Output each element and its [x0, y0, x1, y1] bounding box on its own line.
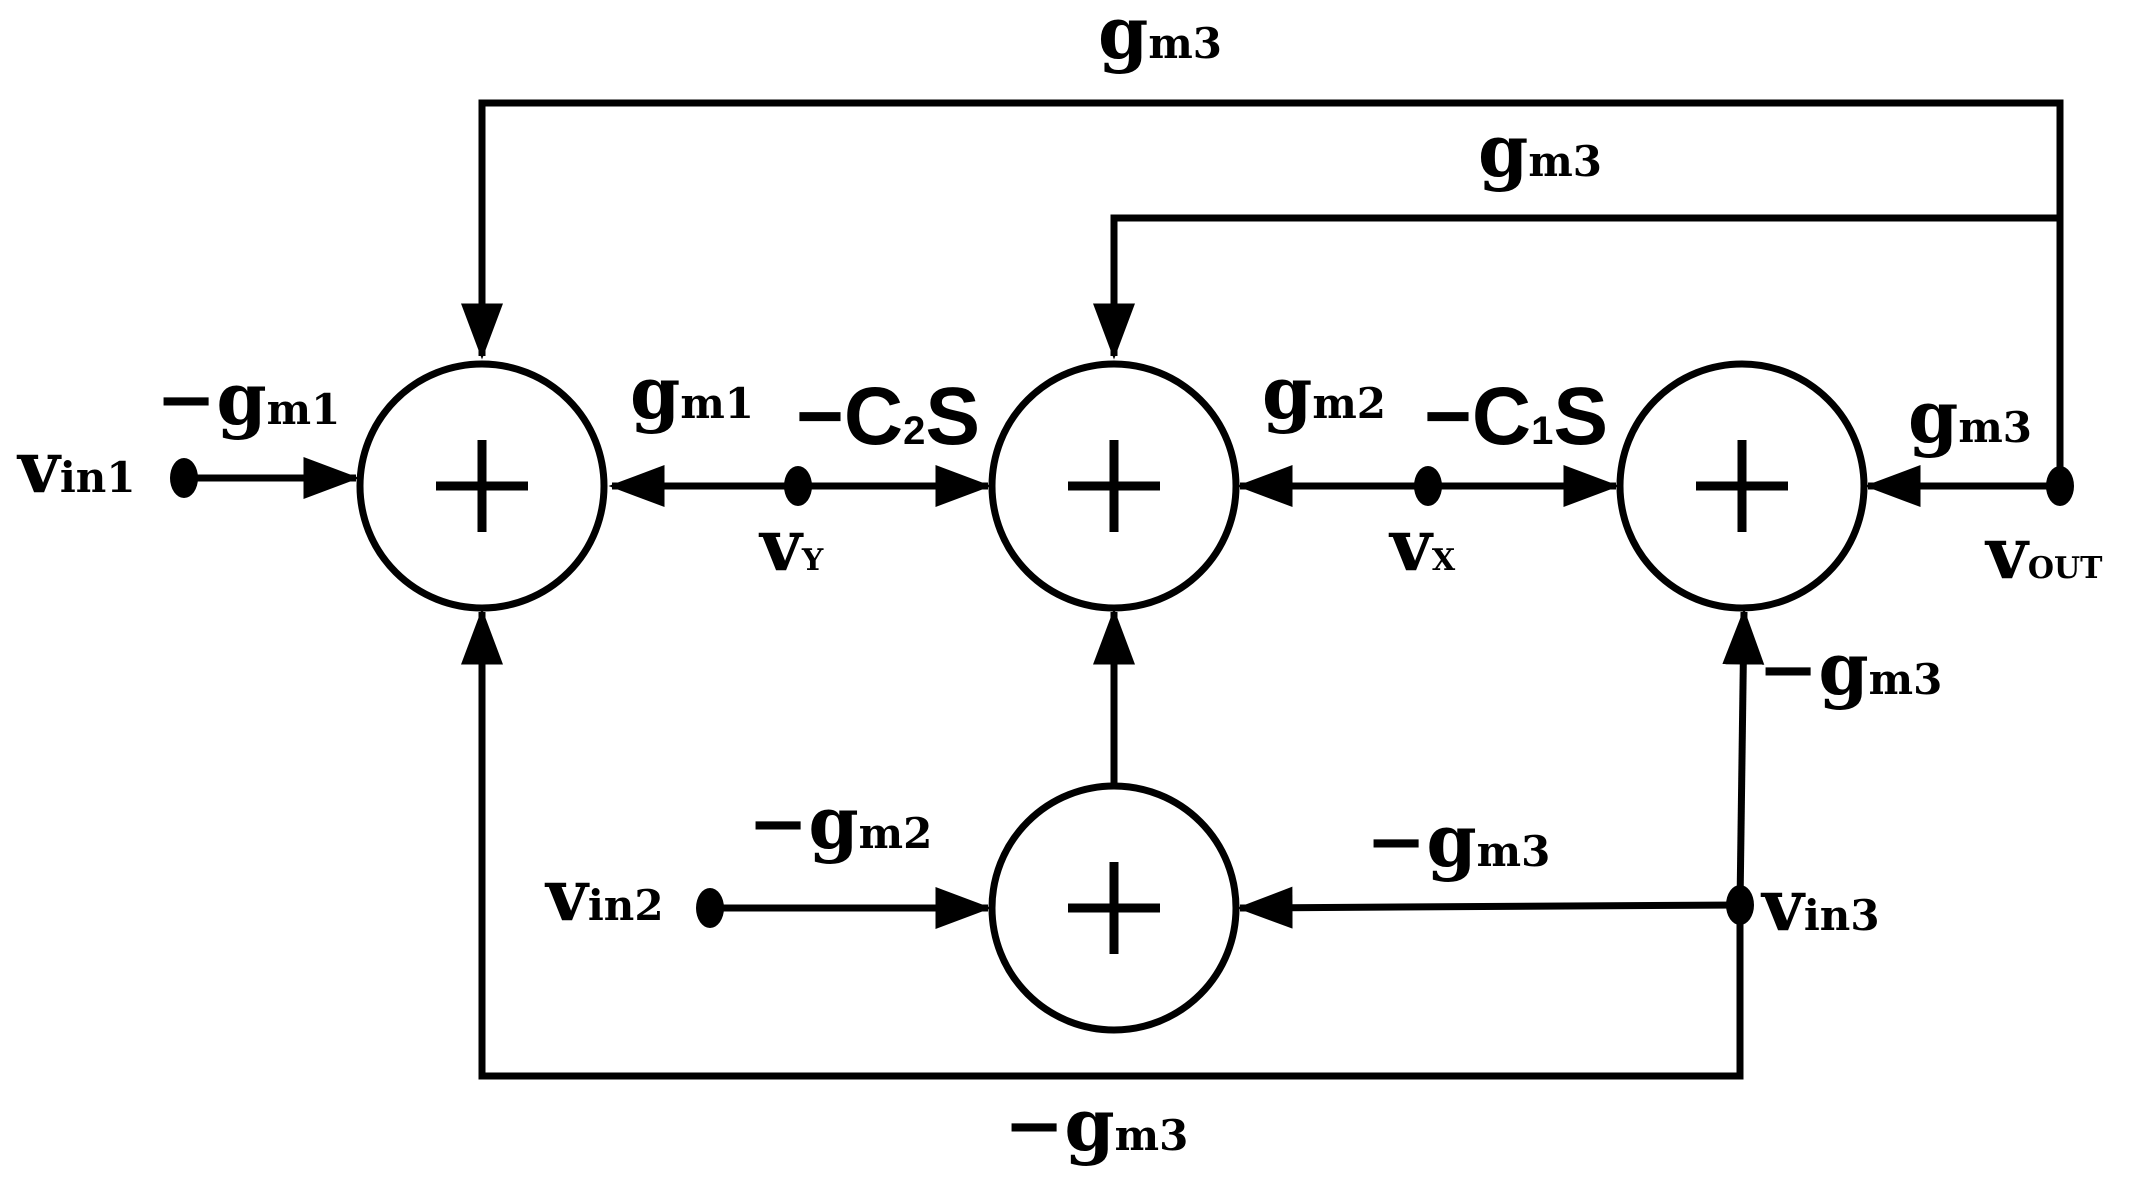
label-neg-gm3-vin3-left: −gm3	[1366, 798, 1550, 883]
label-gm2: gm2	[1262, 350, 1386, 435]
label-vx: vX	[1388, 502, 1456, 587]
node-vout	[2046, 466, 2074, 506]
summer-2	[988, 360, 1240, 612]
label-gm3-top-outer: gm3	[1098, 0, 1222, 75]
feedback-wire-inner	[1093, 214, 2060, 360]
node-vin3	[1726, 885, 1754, 925]
label-neg-gm3-bottom: −gm3	[1004, 1082, 1188, 1167]
label-neg-c1s: −C1S	[1424, 371, 1608, 462]
summer-3	[1616, 360, 1868, 612]
label-neg-gm2: −gm2	[748, 780, 932, 865]
feedback-wire-outer	[461, 99, 2064, 482]
label-vout: vOUT	[1984, 510, 2103, 595]
summer-1	[356, 360, 608, 612]
summer-4	[988, 782, 1240, 1034]
label-gm3-top-inner: gm3	[1478, 108, 1602, 193]
label-gm1: gm1	[630, 350, 754, 435]
node-vin1	[170, 458, 198, 498]
label-neg-c2s: −C2S	[796, 371, 980, 462]
vin3-to-summer1-wire	[461, 608, 1744, 1080]
node-vy	[784, 466, 812, 506]
label-vin1: vin1	[16, 424, 136, 509]
vin3-to-summer4-wire	[1236, 886, 1741, 929]
label-neg-gm1: −gm1	[156, 356, 340, 441]
label-neg-gm3-vin3-up: −gm3	[1758, 626, 1942, 711]
label-vin2: vin2	[544, 852, 664, 937]
label-gm3-vout: gm3	[1908, 374, 2032, 459]
vin3-to-summer3-wire	[1722, 608, 1765, 906]
node-vx	[1414, 466, 1442, 506]
label-vy: vY	[758, 502, 824, 587]
label-vin3: vin3	[1760, 862, 1880, 947]
node-vin2	[696, 888, 724, 928]
